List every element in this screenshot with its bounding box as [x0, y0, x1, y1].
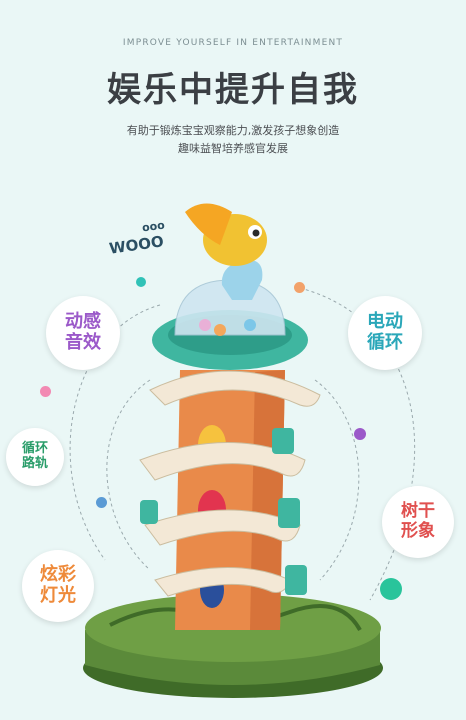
dot-blue	[96, 497, 107, 508]
pipe-4	[140, 500, 158, 524]
track-4	[154, 567, 291, 597]
orbit-inner-left	[106, 379, 151, 571]
subtitle-english: IMPROVE YOURSELF IN ENTERTAINMENT	[122, 38, 344, 48]
feature-badge-electric-loop: 电动 循环	[348, 296, 422, 370]
ball-1	[199, 319, 211, 331]
feature-badge-lights: 炫彩 灯光	[22, 550, 94, 622]
description-line-1: 有助于锻炼宝宝观察能力,激发孩子想象创造	[126, 124, 340, 137]
track-2	[139, 442, 306, 481]
pipe-3	[285, 565, 307, 595]
dot-pink	[40, 386, 51, 397]
feature-badge-loop-track: 循环 路轨	[6, 428, 64, 486]
badge-line-1: 电动	[367, 311, 403, 333]
feature-badge-tree-trunk: 树干 形象	[382, 486, 454, 558]
badge-line-2: 循环	[367, 332, 403, 353]
badge-line-2: 灯光	[40, 585, 76, 606]
feature-badge-sound: 动感 音效	[46, 296, 120, 370]
page-title: 娱乐中提升自我	[107, 70, 359, 110]
lift-pipe	[221, 259, 263, 300]
pipe-2	[278, 498, 300, 528]
orbit-left	[69, 304, 161, 561]
dot-orange	[294, 282, 305, 293]
track-3	[144, 509, 301, 546]
dot-teal	[136, 277, 146, 287]
duck-pupil	[252, 229, 260, 237]
dot-purple	[354, 428, 366, 440]
ball-2	[214, 324, 226, 336]
badge-line-1: 炫彩	[40, 564, 76, 586]
badge-line-1: 循环	[21, 441, 48, 457]
duck-beak	[185, 203, 232, 245]
orbit-right	[299, 287, 416, 601]
track-1	[149, 370, 321, 407]
orbit-inner-right	[314, 379, 360, 581]
ball-3	[244, 319, 256, 331]
badge-line-1: 树干	[401, 501, 435, 522]
badge-line-2: 音效	[65, 332, 101, 353]
pipe-1	[272, 428, 294, 454]
badge-line-1: 动感	[65, 311, 101, 333]
description-line-2: 趣味益智培养感官发展	[178, 142, 288, 155]
badge-line-2: 形象	[401, 521, 435, 541]
dot-green	[380, 578, 402, 600]
badge-line-2: 路轨	[21, 456, 48, 471]
